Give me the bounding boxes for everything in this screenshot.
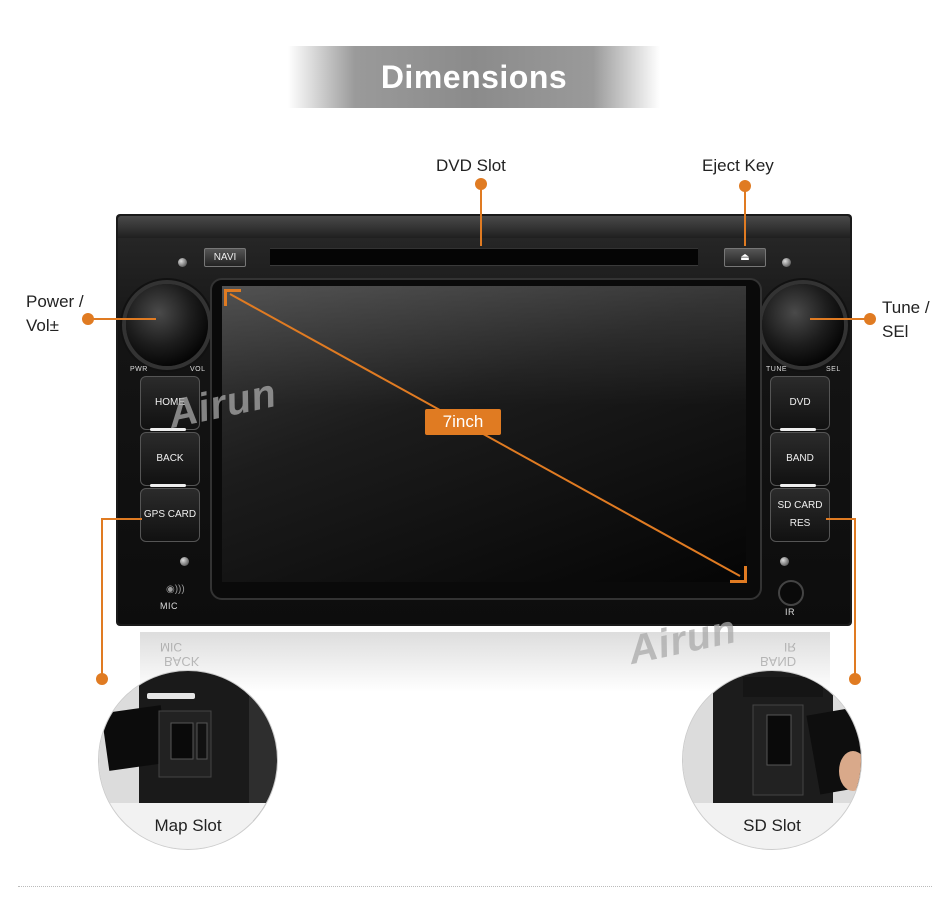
corner-marker-top-left bbox=[224, 289, 241, 306]
button-separator bbox=[150, 484, 186, 487]
ir-label: IR bbox=[785, 607, 795, 617]
screw-icon bbox=[782, 258, 791, 267]
dvd-slot-label: DVD Slot bbox=[436, 156, 506, 175]
tune-sel-label-line1: Tune / bbox=[882, 298, 930, 317]
callout-line bbox=[101, 518, 103, 678]
dvd-slot[interactable] bbox=[270, 248, 698, 266]
power-volume-knob[interactable] bbox=[126, 284, 208, 366]
back-button-label: BACK bbox=[156, 453, 184, 464]
button-separator bbox=[150, 428, 186, 431]
callout-line bbox=[854, 518, 856, 678]
gps-card-button[interactable]: GPS CARD bbox=[140, 488, 200, 542]
mic-icon: ◉))) bbox=[166, 584, 185, 595]
screw-icon bbox=[178, 258, 187, 267]
sd-card-label: SD CARD bbox=[777, 500, 823, 511]
band-button-label: BAND bbox=[786, 453, 814, 464]
power-vol-label-line2: Vol± bbox=[26, 316, 59, 335]
map-slot-zoom: Map Slot bbox=[98, 670, 278, 850]
corner-marker-bottom-right bbox=[730, 566, 747, 583]
callout-line bbox=[92, 318, 156, 320]
button-separator bbox=[780, 484, 816, 487]
sd-slot-zoom: SD Slot bbox=[682, 670, 862, 850]
callout-line bbox=[826, 518, 856, 520]
callout-line bbox=[744, 186, 746, 246]
page-title: Dimensions bbox=[380, 59, 568, 95]
unit-top-bevel bbox=[118, 216, 850, 238]
screen-gloss bbox=[222, 286, 746, 406]
dvd-button-label: DVD bbox=[789, 397, 811, 408]
callout-dot bbox=[82, 313, 94, 325]
vol-label: VOL bbox=[190, 366, 206, 373]
eject-key-label: Eject Key bbox=[702, 156, 774, 175]
band-button[interactable]: BAND bbox=[770, 432, 830, 486]
title-banner bbox=[288, 46, 660, 108]
navi-button[interactable]: NAVI bbox=[204, 248, 246, 267]
power-vol-label-line1: Power / bbox=[26, 292, 84, 311]
eject-button[interactable]: ⏏ bbox=[724, 248, 766, 267]
gps-card-button-label: GPS CARD bbox=[143, 509, 197, 520]
mic-label: MIC bbox=[160, 601, 178, 611]
pwr-label: PWR bbox=[130, 366, 148, 373]
sel-label: SEL bbox=[826, 366, 841, 373]
home-button-label: HOME bbox=[155, 397, 185, 408]
callout-dot bbox=[864, 313, 876, 325]
back-button[interactable]: BACK bbox=[140, 432, 200, 486]
screen-size-badge: 7inch bbox=[425, 409, 501, 435]
screw-icon bbox=[180, 557, 189, 566]
callout-line bbox=[480, 184, 482, 246]
callout-line bbox=[810, 318, 866, 320]
tune-select-knob[interactable] bbox=[762, 284, 844, 366]
home-button[interactable]: HOME bbox=[140, 376, 200, 430]
sd-card-res-button[interactable]: SD CARD RES bbox=[770, 488, 830, 542]
bottom-separator bbox=[18, 886, 932, 887]
dvd-button[interactable]: DVD bbox=[770, 376, 830, 430]
map-slot-label: Map Slot bbox=[99, 803, 277, 849]
callout-line bbox=[102, 518, 142, 520]
screw-icon bbox=[780, 557, 789, 566]
tune-sel-label-line2: SEl bbox=[882, 322, 909, 341]
ir-sensor-icon bbox=[778, 580, 804, 606]
res-label: RES bbox=[789, 518, 811, 529]
tune-label: TUNE bbox=[766, 366, 788, 373]
sd-slot-label: SD Slot bbox=[683, 803, 861, 849]
button-separator bbox=[780, 428, 816, 431]
